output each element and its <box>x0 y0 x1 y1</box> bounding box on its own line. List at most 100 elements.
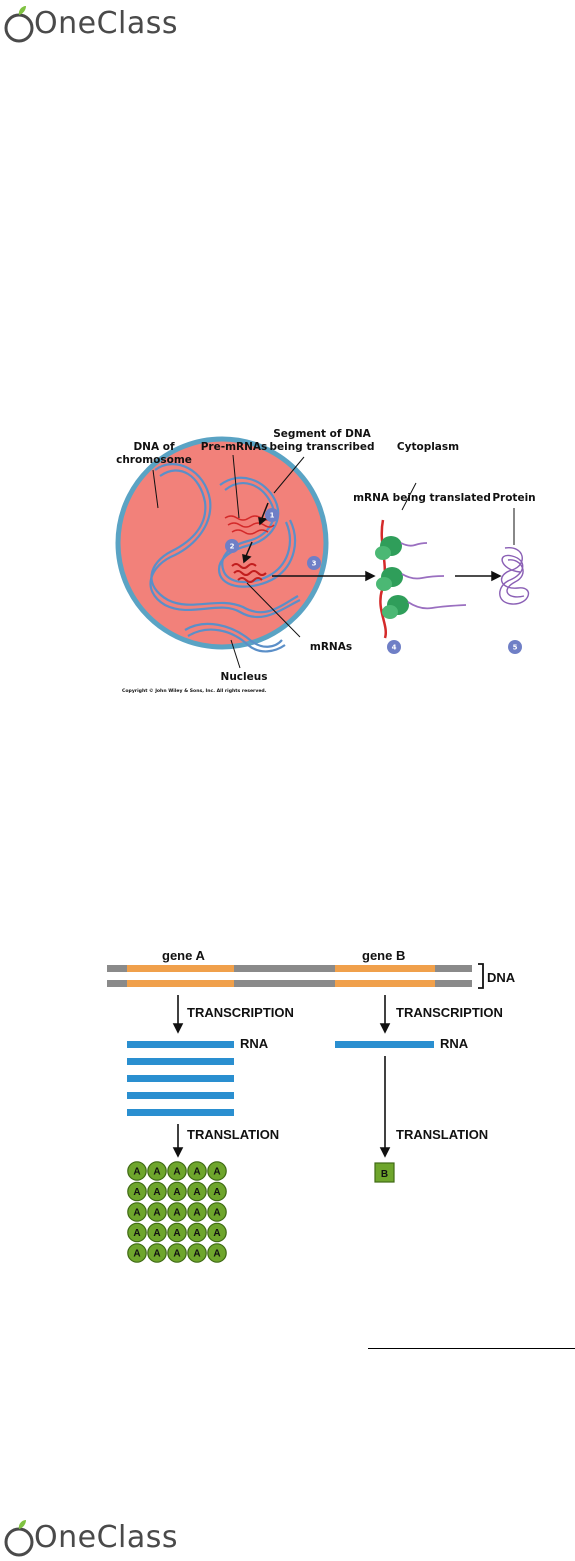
protein-a-label: A <box>193 1187 200 1198</box>
label-being-transcribed: being transcribed <box>269 441 374 453</box>
protein-a-molecule: A <box>207 1222 227 1243</box>
protein-a-label: A <box>193 1167 200 1178</box>
copyright-line: Copyright © John Wiley & Sons, Inc. All … <box>122 688 267 694</box>
figure-gene-expression-levels: DNA gene A gene B TRANSCRIPTION TRANSCRI… <box>107 948 516 1263</box>
label-nucleus: Nucleus <box>221 671 268 683</box>
protein-a-label: A <box>213 1228 220 1239</box>
protein-a-molecule: A <box>127 1181 147 1202</box>
protein-a-label: A <box>193 1228 200 1239</box>
step-1-label: 1 <box>270 512 275 520</box>
label-mrnas: mRNAs <box>310 641 352 653</box>
protein-a-label: A <box>153 1167 160 1178</box>
protein-a-label: A <box>133 1187 140 1198</box>
protein-a-molecule: A <box>187 1222 207 1243</box>
rna-a-transcript <box>127 1092 234 1099</box>
label-transcription-a: TRANSCRIPTION <box>187 1005 294 1020</box>
protein-a-label: A <box>213 1167 220 1178</box>
rna-a-transcript <box>127 1041 234 1048</box>
translation-site <box>375 519 467 639</box>
protein-a-molecule: A <box>167 1181 187 1202</box>
protein-a-label: A <box>153 1187 160 1198</box>
protein-a-label: A <box>133 1208 140 1219</box>
protein-a-label: A <box>173 1208 180 1219</box>
brand-name: OneClass <box>34 1520 179 1555</box>
label-cytoplasm: Cytoplasm <box>397 441 459 453</box>
label-dna: DNA <box>487 970 516 985</box>
protein-a-molecule: A <box>167 1202 187 1222</box>
protein-a-molecule: A <box>127 1202 147 1222</box>
underline-rule <box>368 1348 575 1349</box>
protein-a-label: A <box>153 1228 160 1239</box>
brand-name: OneClass <box>34 6 179 41</box>
figure-gene-expression-cell: 1 2 3 4 5 DNA of chromosome Pre-mRNAs Se… <box>115 428 536 694</box>
label-chromosome: chromosome <box>116 454 192 466</box>
protein-a-molecule: A <box>127 1243 147 1263</box>
label-mrna-being-translated: mRNA being translated <box>353 492 491 504</box>
protein-a-molecule: A <box>147 1161 167 1181</box>
label-protein: Protein <box>492 492 535 504</box>
protein-a-label: A <box>213 1208 220 1219</box>
step-2-label: 2 <box>230 543 235 551</box>
protein-a-label: A <box>193 1249 200 1260</box>
protein-b-square: B <box>374 1162 395 1183</box>
protein-a-molecule: A <box>187 1161 207 1181</box>
protein-a-molecule: A <box>147 1243 167 1263</box>
dna-bracket <box>478 963 484 989</box>
protein-a-label: A <box>133 1249 140 1260</box>
protein-a-label: A <box>213 1249 220 1260</box>
mrna-strands <box>231 563 267 583</box>
gene-b-segment <box>335 965 435 972</box>
rna-a-transcript <box>127 1109 234 1116</box>
label-gene-b: gene B <box>362 948 405 963</box>
protein-a-molecule: A <box>187 1181 207 1202</box>
protein-b-label: B <box>381 1169 388 1180</box>
protein-a-label: A <box>213 1187 220 1198</box>
oneclass-logo-top: OneClass <box>2 4 178 44</box>
protein-a-label: A <box>133 1167 140 1178</box>
label-translation-a: TRANSLATION <box>187 1127 279 1142</box>
export-arrow <box>272 570 502 582</box>
step-5-label: 5 <box>513 644 518 652</box>
protein-a-molecule: A <box>207 1181 227 1202</box>
label-transcription-b: TRANSCRIPTION <box>396 1005 503 1020</box>
oneclass-logo-bottom: OneClass <box>2 1518 178 1558</box>
protein-a-molecule: A <box>207 1161 227 1181</box>
protein-a-label: A <box>173 1228 180 1239</box>
protein-a-label: A <box>133 1228 140 1239</box>
label-segment-of-dna: Segment of DNA <box>273 428 371 440</box>
folded-protein <box>499 547 530 605</box>
protein-a-label: A <box>153 1208 160 1219</box>
label-rna-a: RNA <box>240 1036 269 1051</box>
protein-a-label: A <box>193 1208 200 1219</box>
rna-a-transcripts <box>127 1041 234 1116</box>
protein-a-molecule: A <box>207 1202 227 1222</box>
protein-a-label: A <box>173 1167 180 1178</box>
label-rna-b: RNA <box>440 1036 469 1051</box>
label-gene-a: gene A <box>162 948 205 963</box>
rna-b-transcript <box>335 1041 434 1048</box>
protein-a-molecule: A <box>167 1222 187 1243</box>
rna-a-transcript <box>127 1075 234 1082</box>
step-4-label: 4 <box>392 644 397 652</box>
protein-a-molecule: A <box>147 1202 167 1222</box>
protein-a-molecule: A <box>167 1161 187 1181</box>
protein-a-molecule: A <box>127 1161 147 1181</box>
chromosome-dna-strands <box>149 463 301 653</box>
protein-a-molecule: A <box>127 1222 147 1243</box>
protein-a-label: A <box>173 1187 180 1198</box>
flow-arrows <box>172 995 391 1158</box>
apple-logo-icon <box>4 6 34 43</box>
label-pre-mrnas: Pre-mRNAs <box>201 441 268 453</box>
label-dna-of: DNA of <box>133 441 174 453</box>
nucleus-shape <box>115 436 329 650</box>
protein-a-molecule: A <box>187 1243 207 1263</box>
protein-a-molecule: A <box>207 1243 227 1263</box>
nucleus-arrows <box>242 502 269 564</box>
rna-a-transcript <box>127 1058 234 1065</box>
protein-a-label: A <box>153 1249 160 1260</box>
protein-a-molecule: A <box>187 1202 207 1222</box>
apple-logo-icon <box>4 1520 34 1557</box>
protein-a-molecule: A <box>147 1181 167 1202</box>
label-translation-b: TRANSLATION <box>396 1127 488 1142</box>
